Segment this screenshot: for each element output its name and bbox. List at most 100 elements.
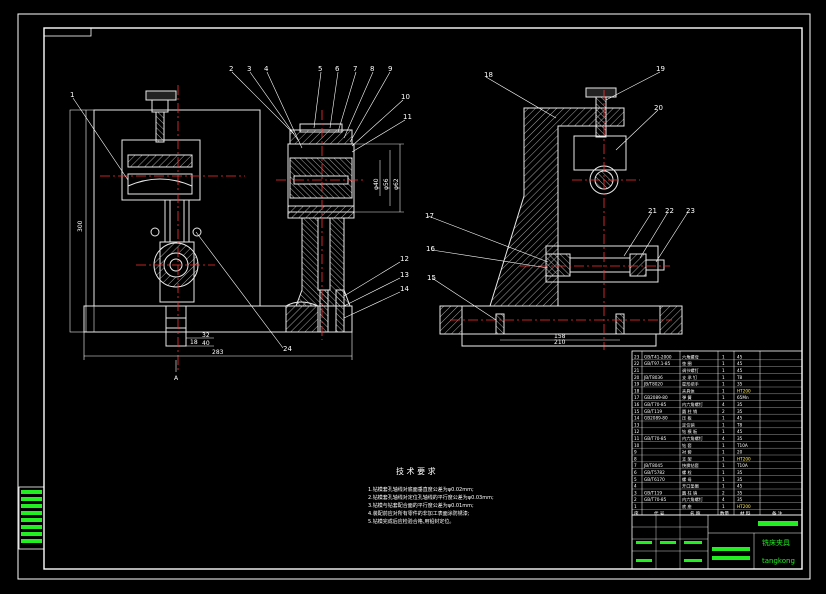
bom-cell-qty: 1 [722, 443, 725, 448]
balloon-22: 22 [665, 207, 674, 215]
bom-cell-no: 7 [634, 463, 637, 468]
bom-cell-name: 六角螺母 [682, 353, 699, 360]
side-centerlines [450, 90, 672, 350]
bom-header-cell: 数量 [720, 510, 729, 517]
balloon-14: 14 [400, 285, 409, 293]
bom-cell-no: 15 [634, 409, 640, 414]
leader-lines [72, 71, 689, 349]
bom-cell-code: JB/T8036 [643, 375, 663, 380]
bom-cell-mat: 35 [737, 409, 743, 414]
bom-cell-mat: T10A [736, 463, 748, 468]
title-block: 铣床夹具 tangkong [631, 514, 803, 570]
bom-cell-name: 支 架 [682, 455, 692, 462]
bom-cell-name: 衬 套 [682, 449, 693, 456]
side-strip [18, 486, 45, 550]
tech-item-5: 5.钻模完成后应检验合格,用铅封定位。 [368, 518, 454, 525]
tech-item-2: 2.钻模套孔轴线对定位孔轴线的平行度公差为φ0.03mm; [368, 494, 494, 501]
balloon-9: 9 [388, 65, 392, 73]
bom-cell-qty: 1 [722, 456, 725, 461]
balloon-11: 11 [403, 113, 412, 121]
balloon-12: 12 [400, 255, 409, 263]
dim-side-inner: 158 [554, 333, 566, 340]
bom-cell-qty: 1 [722, 477, 725, 482]
bom-cell-name: 螺 母 [682, 476, 692, 483]
bom-header-cell: 序 [634, 510, 639, 517]
bom-cell-mat: 35 [737, 497, 743, 502]
bom-cell-qty: 4 [722, 402, 725, 407]
balloon-10: 10 [401, 93, 410, 101]
bom-cell-no: 21 [634, 368, 640, 373]
bom-cell-no: 22 [634, 361, 640, 366]
bom-cell-qty: 1 [722, 416, 725, 421]
bom-cell-name: 定位销 [682, 421, 695, 428]
balloon-6: 6 [335, 65, 340, 73]
bom-cell-mat: 45 [737, 368, 743, 373]
bom-cell-no: 2 [634, 497, 637, 502]
balloon-3: 3 [247, 65, 251, 73]
bom-cell-no: 17 [634, 395, 640, 400]
bom-cell-mat: 45 [737, 361, 743, 366]
dim-bore-c: φ62 [393, 178, 400, 190]
balloon-19: 19 [656, 65, 665, 73]
bom-cell-no: 12 [634, 429, 640, 434]
balloon-7: 7 [353, 65, 357, 73]
bom-cell-code: GB/T119 [644, 490, 662, 495]
tech-item-1: 1.钻模套孔轴线对底面垂直度公差为φ0.02mm; [368, 486, 474, 493]
bom-cell-code: GB2089-80 [644, 395, 668, 400]
bom-cell-name: 快换钻套 [682, 462, 700, 469]
bom-cell-no: 4 [634, 484, 637, 489]
bom-cell-name: 圆 柱 销 [682, 489, 697, 496]
drawing-frame [17, 13, 811, 580]
balloon-15: 15 [427, 274, 436, 282]
bom-cell-no: 3 [634, 490, 637, 495]
bom-header-cell: 名 称 [690, 510, 701, 517]
bom-cell-name: 钻 模 板 [682, 428, 698, 435]
balloon-5: 5 [318, 65, 322, 73]
bom-cell-code: JB/T8045 [643, 463, 663, 468]
bom-cell-no: 5 [634, 477, 637, 482]
balloon-8: 8 [370, 65, 374, 73]
section-centerlines [276, 110, 366, 340]
bom-cell-qty: 1 [722, 429, 725, 434]
bom-cell-name: 圆 柱 销 [682, 408, 697, 415]
bom-header-cell: 材 料 [740, 510, 751, 517]
bom-cell-code: GB/T97.1-85 [644, 361, 671, 366]
bom-cell-name: 星形把手 [682, 381, 699, 388]
bom-cell-name: 内六角螺钉 [682, 401, 704, 408]
bom-cell-mat: T10A [736, 443, 748, 448]
bom-cell-name: 支 承 钉 [682, 374, 698, 381]
balloon-2: 2 [229, 65, 233, 73]
dim-base-width: 283 [212, 349, 224, 356]
balloon-24: 24 [283, 345, 292, 353]
bom-cell-mat: 45 [737, 416, 743, 421]
bom-cell-name: 压 板 [682, 415, 693, 422]
bom-cell-name: 螺 栓 [682, 469, 693, 476]
tech-item-3: 3.钻模与钻套配合面的平行度公差为φ0.01mm; [368, 502, 474, 509]
bom-cell-code: GB/T5782 [644, 470, 665, 475]
bom-header-cell: 代 号 [654, 510, 665, 517]
bom-cell-qty: 2 [722, 490, 725, 495]
balloon-18: 18 [484, 71, 493, 79]
bom-cell-name: 调节螺钉 [682, 367, 700, 374]
side-view [439, 87, 683, 347]
bom-header-cell: 备 注 [772, 510, 783, 517]
tech-item-4: 4.装配前应对所有零件的非加工表面涂防锈漆; [368, 510, 470, 517]
bom-cell-qty: 1 [722, 504, 725, 509]
bom-cell-mat: 35 [737, 382, 743, 387]
bom-cell-no: 8 [634, 456, 637, 461]
bom-cell-mat: 35 [737, 490, 743, 495]
bom-cell-mat: HT200 [737, 388, 751, 393]
bom-cell-code: GB/T70-85 [644, 402, 667, 407]
bom-cell-code: GB/T119 [644, 409, 662, 414]
bom-cell-no: 1 [634, 504, 637, 509]
bom-cell-mat: 20 [737, 450, 743, 455]
bom-cell-code: GB/T70-85 [644, 497, 667, 502]
balloon-13: 13 [400, 271, 409, 279]
bom-cell-name: 内六角螺钉 [682, 435, 704, 442]
balloon-17: 17 [425, 212, 434, 220]
bom-cell-no: 14 [634, 416, 640, 421]
dim-bore-a: φ40 [373, 178, 380, 190]
bom-cell-name: 弹 簧 [682, 394, 692, 401]
bom-cell-qty: 1 [722, 361, 725, 366]
